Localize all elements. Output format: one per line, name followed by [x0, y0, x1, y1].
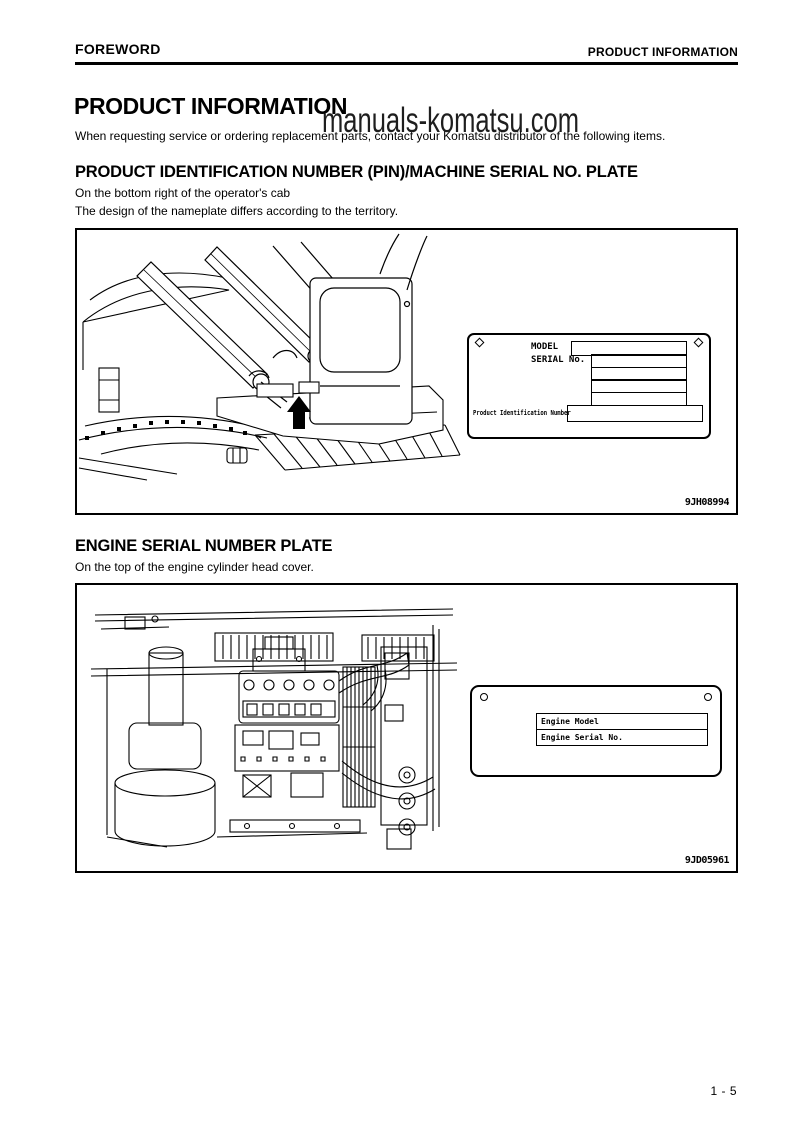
section1-body-line2: The design of the nameplate differs acco…: [75, 204, 399, 218]
serial-box: [591, 391, 687, 406]
model-label: MODEL: [531, 342, 559, 352]
serial-label: SERIAL No.: [531, 355, 586, 365]
engine-serial-row: Engine Serial No.: [536, 728, 708, 746]
intro-text: When requesting service or ordering repl…: [75, 129, 666, 143]
screw-hole-icon: [693, 337, 704, 348]
figure-pin-plate-location: MODEL SERIAL No. Product Identification …: [75, 228, 738, 515]
section2-body-line1: On the top of the engine cylinder head c…: [75, 560, 314, 574]
pin-label: Product Identification Number: [473, 409, 571, 417]
page-number: 1 - 5: [710, 1084, 737, 1098]
section1-heading: PRODUCT IDENTIFICATION NUMBER (PIN)/MACH…: [75, 163, 638, 181]
serial-box: [591, 379, 687, 393]
serial-value-boxes: [591, 354, 687, 406]
figure-code: 9JD05961: [684, 855, 730, 866]
figure-engine-plate-location: Engine Model Engine Serial No. 9JD05961: [75, 583, 738, 873]
screw-hole-icon: [704, 693, 712, 701]
engine-plate-rows: Engine Model Engine Serial No.: [536, 713, 708, 746]
section1-body-line1: On the bottom right of the operator's ca…: [75, 186, 291, 200]
swing-bolts: [85, 420, 247, 440]
location-arrow-icon: [287, 396, 311, 429]
engine-nameplate: Engine Model Engine Serial No.: [470, 685, 722, 777]
engine-model-row: Engine Model: [536, 713, 708, 730]
header-rule: [75, 62, 738, 65]
pin-nameplate: MODEL SERIAL No. Product Identification …: [467, 333, 711, 439]
screw-hole-icon: [480, 693, 488, 701]
section2-heading: ENGINE SERIAL NUMBER PLATE: [75, 537, 333, 555]
header-section: PRODUCT INFORMATION: [587, 45, 738, 59]
watermark-text: manuals-komatsu.com: [322, 101, 580, 140]
serial-box: [591, 354, 687, 368]
page-title: PRODUCT INFORMATION: [74, 93, 348, 119]
engine-drawing: [90, 608, 458, 850]
serial-box: [591, 366, 687, 381]
model-value-box: [571, 341, 687, 356]
header-chapter: FOREWORD: [75, 41, 161, 57]
excavator-drawing: [78, 233, 461, 481]
screw-hole-icon: [474, 337, 485, 348]
figure-code: 9JH08994: [684, 497, 730, 508]
pin-value-box: [567, 405, 703, 422]
